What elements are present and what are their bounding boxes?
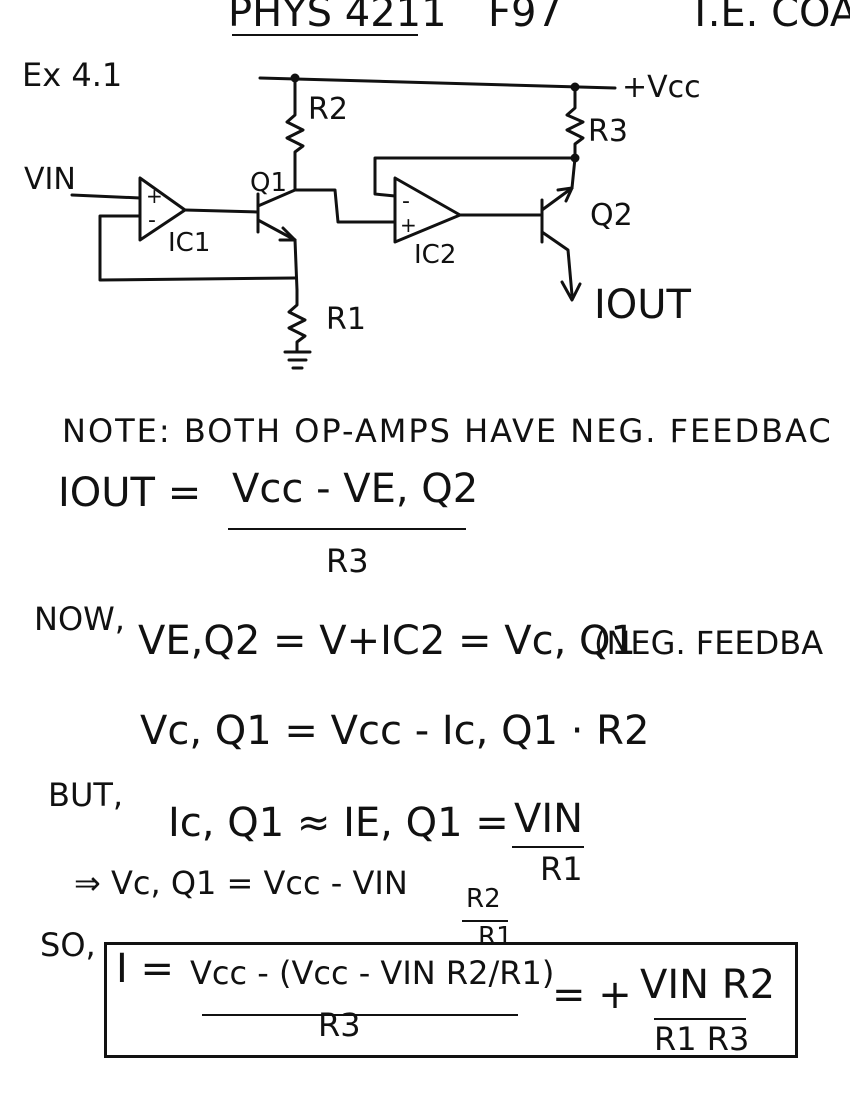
eq5-numerator: R2: [466, 884, 501, 914]
iout-arrow: [560, 280, 582, 302]
final-fraction-bar-2: [654, 1018, 746, 1020]
example-label: Ex 4.1: [22, 56, 123, 94]
ic1-plus-sign: +: [146, 184, 163, 208]
ic2-label: IC2: [414, 240, 457, 270]
vin-wire: [70, 193, 142, 200]
final-denominator-2: R1 R3: [654, 1020, 750, 1058]
ic2-feedback: [373, 156, 577, 198]
vin-label: VIN: [24, 162, 76, 197]
eq2-text: VE,Q2 = V+IC2 = Vc, Q1: [138, 618, 636, 664]
q2-emitter: [540, 186, 574, 212]
ic2-minus-sign: -: [402, 189, 410, 214]
eq4-numerator: VIN: [514, 796, 584, 842]
eq4-fraction-bar: [512, 846, 584, 848]
term-label: F97: [488, 0, 562, 36]
eq5-lhs: ⇒ Vc, Q1 = Vcc - VIN: [74, 864, 408, 902]
ic1-feedback: [98, 214, 297, 282]
q1-collector-wire: [293, 188, 397, 224]
q2-collector: [540, 230, 574, 297]
final-numerator-2: VIN R2: [640, 962, 776, 1008]
vcc-label: +Vcc: [622, 70, 701, 105]
final-denominator: R3: [318, 1006, 361, 1044]
eq5-fraction-bar: [462, 920, 508, 922]
ground-symbol: [283, 350, 312, 370]
final-numerator: Vcc - (Vcc - VIN R2/R1): [190, 954, 555, 992]
q1-label: Q1: [250, 168, 288, 198]
ic1-label: IC1: [168, 228, 211, 258]
circuit-diagram: + - - +: [70, 73, 617, 370]
r3-resistor: [565, 85, 585, 162]
vcc-rail: [258, 76, 617, 90]
eq1-lhs: IOUT =: [58, 470, 202, 516]
r3-label: R3: [588, 114, 628, 149]
course-underline: [232, 34, 418, 36]
eq1-numerator: Vcc - VE, Q2: [232, 466, 479, 512]
eq1-fraction-bar: [228, 528, 466, 530]
but-label: BUT,: [48, 776, 124, 814]
note-text: NOTE: BOTH OP-AMPS HAVE NEG. FEEDBAC: [62, 412, 833, 450]
q1-emitter: [256, 218, 297, 242]
r2-resistor: [285, 76, 305, 192]
eq4-denominator: R1: [540, 850, 583, 888]
ic2-opamp: [393, 176, 462, 244]
course-number: PHYS 4211: [228, 0, 447, 36]
author-initials: T.E. COA: [688, 0, 850, 36]
q1-collector: [256, 188, 297, 208]
ic1-output-wire: [183, 208, 260, 214]
q2-label: Q2: [590, 198, 633, 233]
ic2-plus-sign: +: [400, 213, 417, 237]
r1-label: R1: [326, 302, 366, 337]
iout-label: IOUT: [594, 282, 691, 328]
final-lhs: I =: [116, 946, 175, 992]
eq2-note: (NEG. FEEDBA: [594, 624, 824, 662]
final-result-box: [104, 942, 798, 1058]
q2-emitter-wire: [570, 156, 577, 190]
eq3-text: Vc, Q1 = Vcc - Ic, Q1 · R2: [140, 708, 650, 754]
final-equals: = +: [552, 972, 632, 1018]
ic1-opamp: [138, 176, 187, 242]
eq4-lhs: Ic, Q1 ≈ IE, Q1 =: [168, 800, 509, 846]
eq1-denominator: R3: [326, 542, 369, 580]
ic1-minus-sign: -: [148, 208, 156, 233]
final-fraction-bar: [202, 1014, 518, 1016]
eq5-denominator: R1: [478, 922, 513, 952]
r1-resistor: [287, 288, 307, 354]
so-label: SO,: [40, 926, 96, 964]
now-label: NOW,: [34, 600, 125, 638]
r2-label: R2: [308, 92, 348, 127]
q1-emitter-wire: [293, 238, 299, 292]
